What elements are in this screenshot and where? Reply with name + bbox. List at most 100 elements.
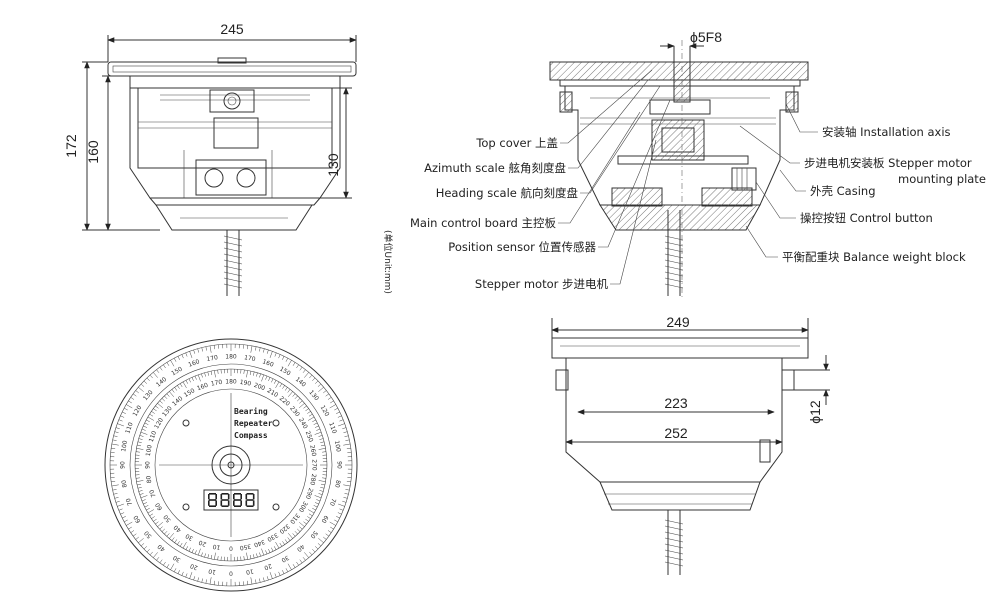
dial-label: 50 <box>143 529 153 539</box>
dial-label: 220 <box>278 395 291 408</box>
display-segment <box>234 499 241 501</box>
dial-tick <box>314 425 319 428</box>
label-stepper-plate-1: 步进电机安装板 Stepper motor <box>804 156 972 170</box>
dial-label: 120 <box>132 404 144 418</box>
dial-tick <box>299 400 303 404</box>
display-segment <box>234 493 241 495</box>
dial-tick <box>275 541 280 549</box>
dial-tick <box>309 551 313 556</box>
dial-tick <box>343 443 351 446</box>
dial-tick <box>146 507 150 511</box>
dial-tick <box>112 489 117 491</box>
dial-tick <box>138 387 144 392</box>
dial-tick <box>320 483 325 486</box>
inner-ring-ticks <box>135 369 327 561</box>
dial-tick <box>250 345 253 353</box>
dial-tick <box>265 375 268 380</box>
dial-label: 210 <box>266 387 280 399</box>
dial-label: 350 <box>239 542 252 551</box>
dial-tick <box>171 537 175 541</box>
dial-label: 170 <box>206 354 219 363</box>
dial-label: 20 <box>189 562 199 571</box>
dial-tick <box>243 369 245 374</box>
dial-tick <box>156 369 160 373</box>
dial-tick <box>299 403 305 408</box>
dial-tick <box>151 516 155 519</box>
dial-tick <box>138 490 143 492</box>
dial-tick <box>137 483 142 486</box>
display-segment <box>220 500 223 506</box>
dial-tick <box>271 547 274 552</box>
dial-tick <box>120 415 125 418</box>
section-view: ϕ5F8 <box>410 29 986 300</box>
dial-tick <box>320 444 325 447</box>
dial-label: 160 <box>196 382 209 393</box>
dial-tick <box>153 518 157 522</box>
dial-label: 140 <box>155 376 168 389</box>
dial-label: 0 <box>229 570 233 577</box>
dial-label: 290 <box>304 487 315 500</box>
dial-tick <box>120 512 125 515</box>
dial-label: 30 <box>280 554 290 564</box>
label-position-sensor: Position sensor 位置传感器 <box>448 240 596 254</box>
dial-tick <box>188 378 191 383</box>
dial-label: 150 <box>170 365 184 377</box>
dial-tick <box>313 505 318 508</box>
dial-tick <box>305 408 309 412</box>
dial-tick <box>316 428 321 431</box>
dial-tick <box>146 377 150 382</box>
display-segment <box>240 500 242 506</box>
dial-tick <box>135 536 139 540</box>
outer-ring-ticks <box>110 344 352 586</box>
dial-label: 60 <box>154 501 164 511</box>
dial-label: 90 <box>120 461 127 469</box>
dial-tick <box>319 438 324 440</box>
dial-tick <box>197 374 201 382</box>
dial-tick <box>246 552 248 560</box>
dial-tick <box>345 439 350 441</box>
dial-tick <box>143 546 148 550</box>
dial-tick <box>161 398 165 402</box>
dial-tick <box>147 416 155 421</box>
dial-tick <box>194 375 197 380</box>
dial-tick <box>166 393 170 397</box>
dial-tick <box>177 570 180 574</box>
dial-tick <box>318 448 326 450</box>
dial-tick <box>214 370 216 378</box>
dial-tick <box>334 519 338 523</box>
dial-tick <box>207 554 209 559</box>
dial-tick <box>282 385 285 389</box>
dial-tick <box>114 497 119 499</box>
dial-tick <box>309 374 313 379</box>
dial-tick <box>346 481 351 483</box>
dim-side-total-height: 172 <box>63 134 79 158</box>
dial-tick <box>118 419 123 422</box>
dial-tick <box>144 505 149 508</box>
center-knob-icon[interactable] <box>211 445 251 485</box>
dial-tick <box>288 391 293 397</box>
dial-tick <box>137 444 142 447</box>
dial-tick <box>166 362 170 366</box>
dial-tick <box>256 553 258 558</box>
dial-tick <box>146 548 150 553</box>
dial-tick <box>299 522 305 527</box>
display-segment <box>246 505 254 507</box>
dial-tick <box>320 441 325 443</box>
dial-tick <box>132 533 137 537</box>
dial-label: 320 <box>278 522 291 535</box>
dial-label: 20 <box>263 562 273 571</box>
dim-bottom-flange: 252 <box>664 425 688 441</box>
dial-tick <box>210 554 213 559</box>
dial-tick <box>159 526 163 530</box>
dial-tick <box>307 516 311 519</box>
dial-label: 230 <box>288 405 301 418</box>
display-segment <box>221 493 229 495</box>
dial-tick <box>166 533 170 537</box>
dial-tick <box>140 431 148 435</box>
label-azimuth-scale: Azimuth scale 舷角刻度盘 <box>424 161 566 175</box>
dial-label: 120 <box>319 404 331 418</box>
display-segment <box>233 500 235 506</box>
dial-tick <box>287 563 292 570</box>
dial-tick <box>156 557 160 561</box>
dial-tick <box>191 377 194 382</box>
